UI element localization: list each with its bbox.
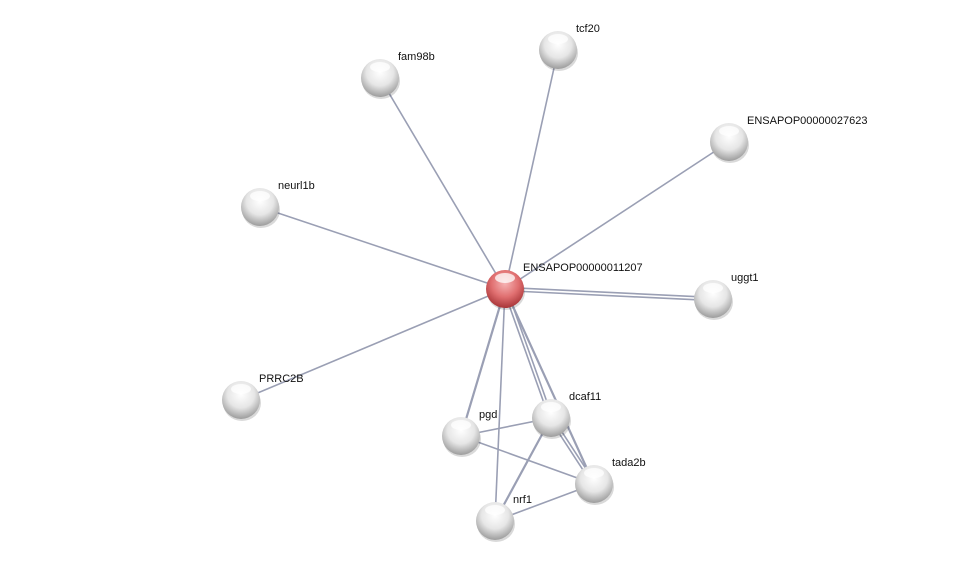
node-label: neurl1b bbox=[278, 180, 315, 192]
node-highlight bbox=[541, 402, 561, 412]
node-label: uggt1 bbox=[731, 272, 759, 284]
edge-ENSAPOP00000011207-tcf20[interactable] bbox=[504, 49, 559, 290]
node-label: tcf20 bbox=[576, 23, 600, 35]
node-ENSAPOP00000011207[interactable]: ENSAPOP00000011207 bbox=[486, 262, 643, 310]
node-label: ENSAPOP00000027623 bbox=[747, 115, 867, 127]
node-tada2b[interactable]: tada2b bbox=[575, 457, 646, 505]
edge-ENSAPOP00000011207-pgd[interactable] bbox=[459, 288, 507, 437]
edge-dcaf11-nrf1[interactable] bbox=[494, 417, 552, 522]
node-highlight bbox=[231, 384, 251, 394]
node-pgd[interactable]: pgd bbox=[442, 409, 497, 457]
node-ENSAPOP00000027623[interactable]: ENSAPOP00000027623 bbox=[710, 115, 867, 163]
edge-ENSAPOP00000011207-uggt1[interactable] bbox=[504, 289, 713, 302]
node-neurl1b[interactable]: neurl1b bbox=[241, 180, 315, 228]
node-highlight bbox=[370, 62, 390, 72]
node-label: dcaf11 bbox=[569, 391, 601, 403]
node-dcaf11[interactable]: dcaf11 bbox=[532, 391, 601, 439]
nodes-layer: ENSAPOP00000011207 tcf20 fam98bENSAPOP0000… bbox=[222, 23, 867, 542]
node-label: nrf1 bbox=[513, 494, 532, 506]
node-highlight bbox=[495, 273, 515, 283]
node-highlight bbox=[451, 420, 471, 430]
node-label: PRRC2B bbox=[259, 373, 304, 385]
node-uggt1[interactable]: uggt1 bbox=[694, 272, 759, 320]
edge-ENSAPOP00000011207-nrf1[interactable] bbox=[494, 288, 506, 522]
node-label: pgd bbox=[479, 409, 497, 421]
edge-ENSAPOP00000011207-tada2b[interactable] bbox=[503, 288, 596, 485]
edge-ENSAPOP00000011207-ENSAPOP00000027623[interactable] bbox=[504, 141, 730, 290]
edge-ENSAPOP00000011207-fam98b[interactable] bbox=[379, 77, 506, 290]
node-fam98b[interactable]: fam98b bbox=[361, 51, 435, 99]
node-highlight bbox=[548, 34, 568, 44]
edge-ENSAPOP00000011207-neurl1b[interactable] bbox=[259, 206, 506, 290]
edge-ENSAPOP00000011207-uggt1[interactable] bbox=[505, 286, 714, 299]
node-highlight bbox=[584, 468, 604, 478]
node-label: ENSAPOP00000011207 bbox=[523, 262, 643, 274]
edge-ENSAPOP00000011207-PRRC2B[interactable] bbox=[240, 288, 506, 401]
node-highlight bbox=[703, 283, 723, 293]
node-label: tada2b bbox=[612, 457, 646, 469]
edge-ENSAPOP00000011207-dcaf11[interactable] bbox=[502, 289, 551, 419]
node-highlight bbox=[719, 126, 739, 136]
node-nrf1[interactable]: nrf1 bbox=[476, 494, 532, 542]
node-tcf20[interactable]: tcf20 bbox=[539, 23, 600, 71]
node-highlight bbox=[485, 505, 505, 515]
edges-layer bbox=[240, 49, 730, 522]
node-PRRC2B[interactable]: PRRC2B bbox=[222, 373, 304, 421]
node-highlight bbox=[250, 191, 270, 201]
node-label: fam98b bbox=[398, 51, 435, 63]
